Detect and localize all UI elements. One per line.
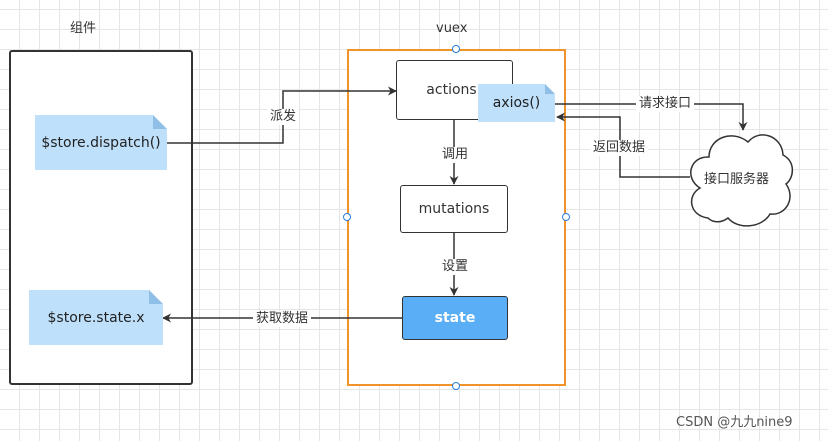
get-data-edge-label: 获取数据 [253, 311, 312, 327]
axios-note-fold [545, 84, 555, 94]
actions-label: actions [426, 82, 477, 98]
server-label: 接口服务器 [704, 172, 770, 187]
vuex-group-label: vuex [436, 21, 468, 36]
state-access-label: $store.state.x [47, 309, 145, 326]
top-resize-handle[interactable] [452, 45, 460, 53]
request-edge-label: 请求接口 [636, 96, 695, 112]
call-edge-label: 调用 [439, 147, 472, 163]
request-arrow [555, 103, 748, 131]
return-data-edge-label: 返回数据 [590, 140, 649, 156]
bottom-resize-handle[interactable] [452, 382, 460, 390]
state-node[interactable]: state [402, 296, 508, 340]
set-edge-label: 设置 [439, 259, 472, 275]
dispatch-note[interactable]: $store.dispatch() [35, 115, 167, 170]
server-cloud-shape [690, 134, 794, 227]
state-access-note[interactable]: $store.state.x [29, 290, 163, 345]
component-group-label: 组件 [70, 21, 97, 36]
mutations-label: mutations [418, 201, 490, 217]
mutations-node[interactable]: mutations [400, 185, 508, 233]
axios-label: axios() [492, 95, 541, 111]
dispatch-edge-label: 派发 [267, 109, 300, 125]
axios-note[interactable]: axios() [478, 84, 555, 122]
watermark: CSDN @九九nine9 [676, 415, 793, 430]
left-resize-handle[interactable] [343, 213, 351, 221]
state-label: state [434, 310, 476, 326]
dispatch-label: $store.dispatch() [41, 134, 161, 151]
right-resize-handle[interactable] [562, 213, 570, 221]
